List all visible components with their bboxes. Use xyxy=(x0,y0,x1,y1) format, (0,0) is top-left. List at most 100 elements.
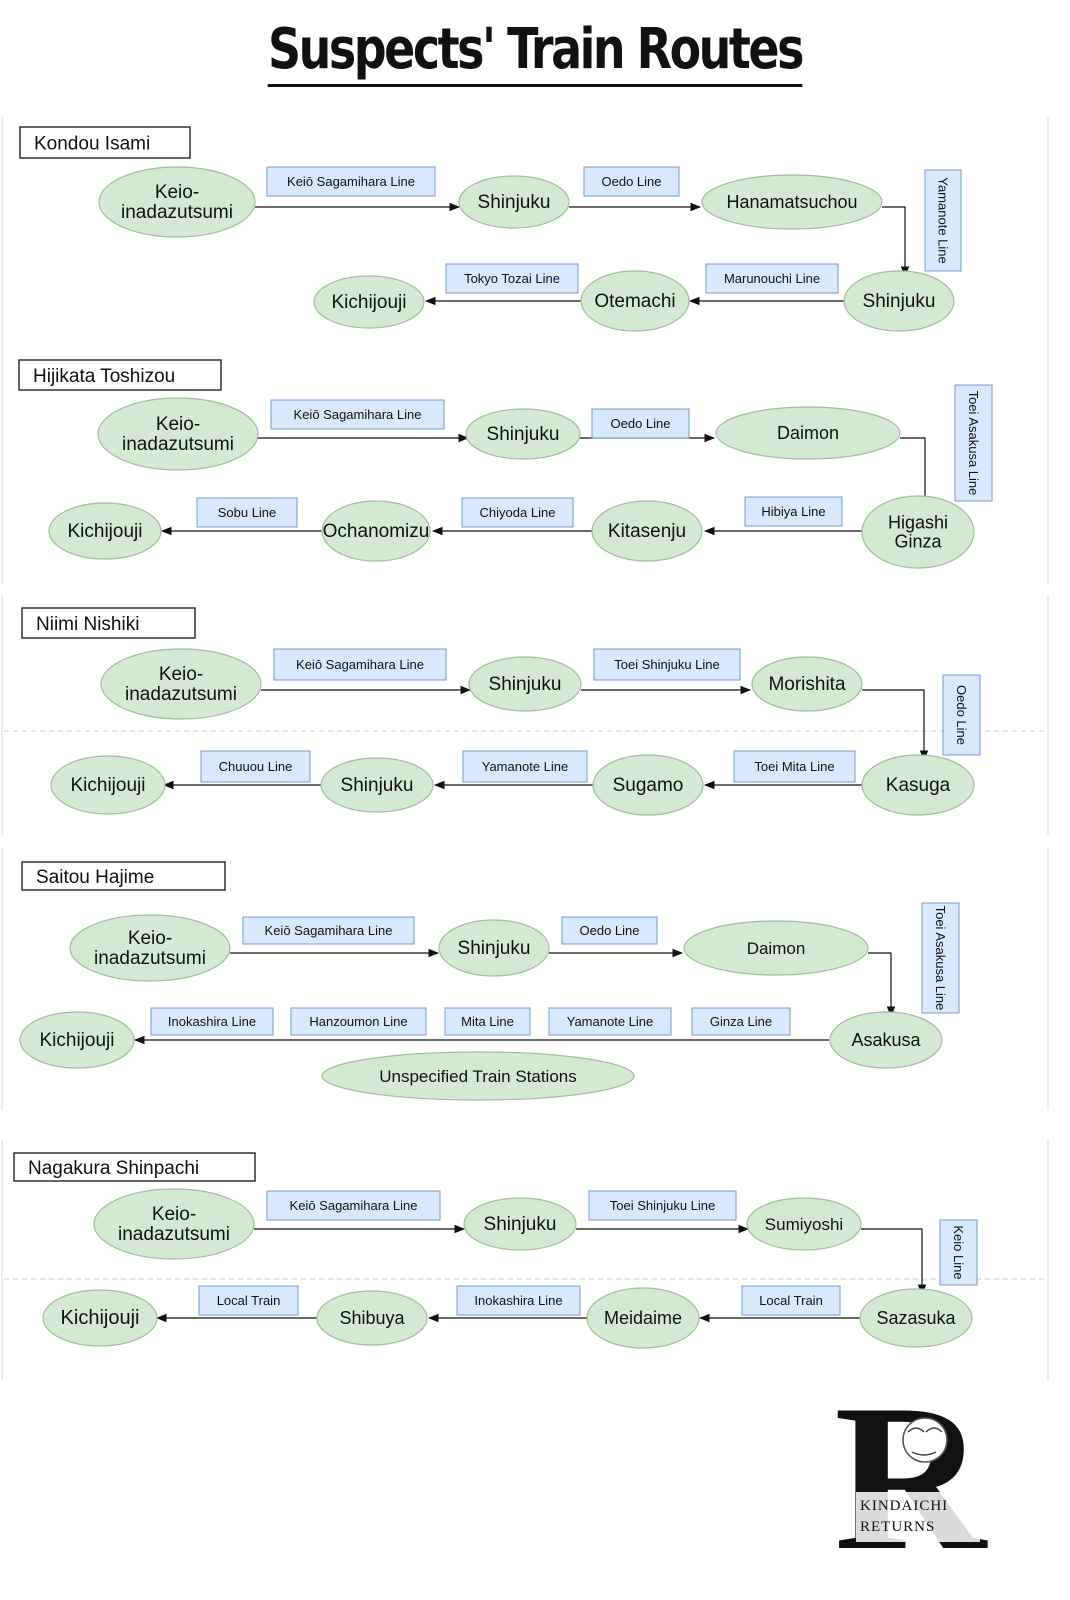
suspect-name-box: Saitou Hajime xyxy=(21,861,226,891)
line-label-text: Toei Shinjuku Line xyxy=(610,1198,716,1213)
line-label-text: Local Train xyxy=(217,1293,281,1308)
line-label-box xyxy=(242,916,415,945)
station-label: Daimon xyxy=(777,423,839,443)
line-label-yamanote-line: Yamanote Line xyxy=(924,169,962,272)
station-shinjuku: Shinjuku xyxy=(843,270,955,332)
station-label: Kasuga xyxy=(886,775,951,796)
station-shape xyxy=(93,1188,255,1260)
station-label: Hanamatsuchou xyxy=(726,192,857,212)
line-label-box xyxy=(733,750,856,783)
line-label-text: Inokashira Line xyxy=(474,1293,562,1308)
line-label-toei-shinjuku-line: Toei Shinjuku Line xyxy=(588,1190,737,1221)
station-kichijouji: Kichijouji xyxy=(313,275,425,329)
station-shape xyxy=(97,397,259,471)
line-label-text: Keiō Sagamihara Line xyxy=(294,407,422,422)
line-label-hanzoumon-line: Hanzoumon Line xyxy=(290,1007,427,1036)
suspect-name: Saitou Hajime xyxy=(36,867,154,888)
line-label-text: Oedo Line xyxy=(954,685,969,745)
line-label-text: Ginza Line xyxy=(710,1014,772,1029)
station-label: Asakusa xyxy=(851,1030,921,1050)
line-label-kei-sagamihara-line: Keiō Sagamihara Line xyxy=(242,916,415,945)
line-label-box xyxy=(921,902,960,1014)
line-label-sobu-line: Sobu Line xyxy=(196,497,298,528)
suspect-name-box: Nagakura Shinpachi xyxy=(13,1152,256,1182)
station-label: Sugamo xyxy=(613,775,684,796)
line-label-text: Chiyoda Line xyxy=(480,505,556,520)
station-label: Keio-inadazutsumi xyxy=(122,414,234,455)
line-label-box xyxy=(691,1007,791,1036)
line-label-text: Toei Shinjuku Line xyxy=(614,657,720,672)
line-label-box xyxy=(150,1007,274,1036)
logo-letter: R xyxy=(834,1362,988,1594)
station-kitasenju: Kitasenju xyxy=(591,500,703,562)
route-arrow xyxy=(900,437,930,510)
route-arrow xyxy=(882,206,910,278)
suspect-name: Nagakura Shinpachi xyxy=(28,1158,199,1179)
line-label-text: Marunouchi Line xyxy=(724,271,820,286)
line-label-kei-sagamihara-line: Keiō Sagamihara Line xyxy=(266,166,436,197)
line-label-text: Toei Asakusa Line xyxy=(966,391,981,496)
line-label-toei-shinjuku-line: Toei Shinjuku Line xyxy=(593,648,741,681)
logo-line-1: KINDAICHI xyxy=(860,1498,948,1514)
station-shinjuku: Shinjuku xyxy=(438,919,550,977)
station-kichijouji: Kichijouji xyxy=(48,502,162,560)
name-box-frame xyxy=(21,607,196,639)
station-hanamatsuchou: Hanamatsuchou xyxy=(701,174,883,230)
station-shape xyxy=(861,495,975,569)
suspect-name-box: Niimi Nishiki xyxy=(21,607,196,639)
suspect-name: Hijikata Toshizou xyxy=(33,366,175,387)
station-morishita: Morishita xyxy=(751,656,863,712)
station-keio-inadazutsumi: Keio-inadazutsumi xyxy=(69,914,231,982)
station-label: Shinjuku xyxy=(458,938,531,959)
station-shape xyxy=(580,270,690,332)
line-label-box xyxy=(741,1285,841,1316)
station-shape xyxy=(50,755,166,815)
line-label-text: Sobu Line xyxy=(218,505,277,520)
station-label: Keio-inadazutsumi xyxy=(125,664,237,705)
line-label-text: Keiō Sagamihara Line xyxy=(265,923,393,938)
line-label-box xyxy=(290,1007,427,1036)
line-label-text: Toei Asakusa Line xyxy=(933,906,948,1011)
line-label-box xyxy=(462,750,588,783)
line-label-box xyxy=(561,916,658,945)
line-label-box xyxy=(196,497,298,528)
station-shape xyxy=(861,754,975,816)
suspect-name: Niimi Nishiki xyxy=(36,614,139,635)
unspecified-stations-label: Unspecified Train Stations xyxy=(379,1067,577,1086)
station-daimon: Daimon xyxy=(715,406,901,460)
station-label: Sazasuka xyxy=(876,1308,956,1328)
line-label-box xyxy=(593,648,741,681)
line-label-box xyxy=(705,263,839,294)
station-keio-inadazutsumi: Keio-inadazutsumi xyxy=(98,166,256,238)
line-label-oedo-line: Oedo Line xyxy=(591,408,690,439)
station-label: Ochanomizu xyxy=(323,521,430,542)
station-label: Kichijouji xyxy=(40,1030,115,1051)
line-label-box xyxy=(942,674,981,756)
line-label-text: Tokyo Tozai Line xyxy=(464,271,560,286)
line-label-toei-asakusa-line: Toei Asakusa Line xyxy=(954,384,993,502)
line-label-text: Keiō Sagamihara Line xyxy=(290,1198,418,1213)
line-label-kei-sagamihara-line: Keiō Sagamihara Line xyxy=(266,1190,441,1221)
line-label-text: Keio Line xyxy=(951,1225,966,1279)
station-label: Shibuya xyxy=(339,1308,405,1328)
line-label-toei-mita-line: Toei Mita Line xyxy=(733,750,856,783)
line-label-text: Yamanote Line xyxy=(936,177,951,264)
route-arrow xyxy=(868,952,896,1018)
station-shape xyxy=(69,914,231,982)
line-label-box xyxy=(445,263,579,294)
line-label-box xyxy=(591,408,690,439)
line-label-oedo-line: Oedo Line xyxy=(561,916,658,945)
station-shape xyxy=(19,1011,135,1069)
line-label-box xyxy=(461,497,574,528)
station-label: Keio-inadazutsumi xyxy=(118,1204,230,1245)
station-label: Keio-inadazutsumi xyxy=(121,182,233,223)
page-title-text: Suspects' Train Routes xyxy=(268,17,804,87)
logo-line-2: RETURNS xyxy=(860,1519,935,1535)
line-label-yamanote-line: Yamanote Line xyxy=(548,1007,672,1036)
line-label-mita-line: Mita Line xyxy=(444,1007,531,1036)
line-label-box xyxy=(456,1285,581,1316)
line-label-box xyxy=(266,1190,441,1221)
line-label-inokashira-line: Inokashira Line xyxy=(150,1007,274,1036)
